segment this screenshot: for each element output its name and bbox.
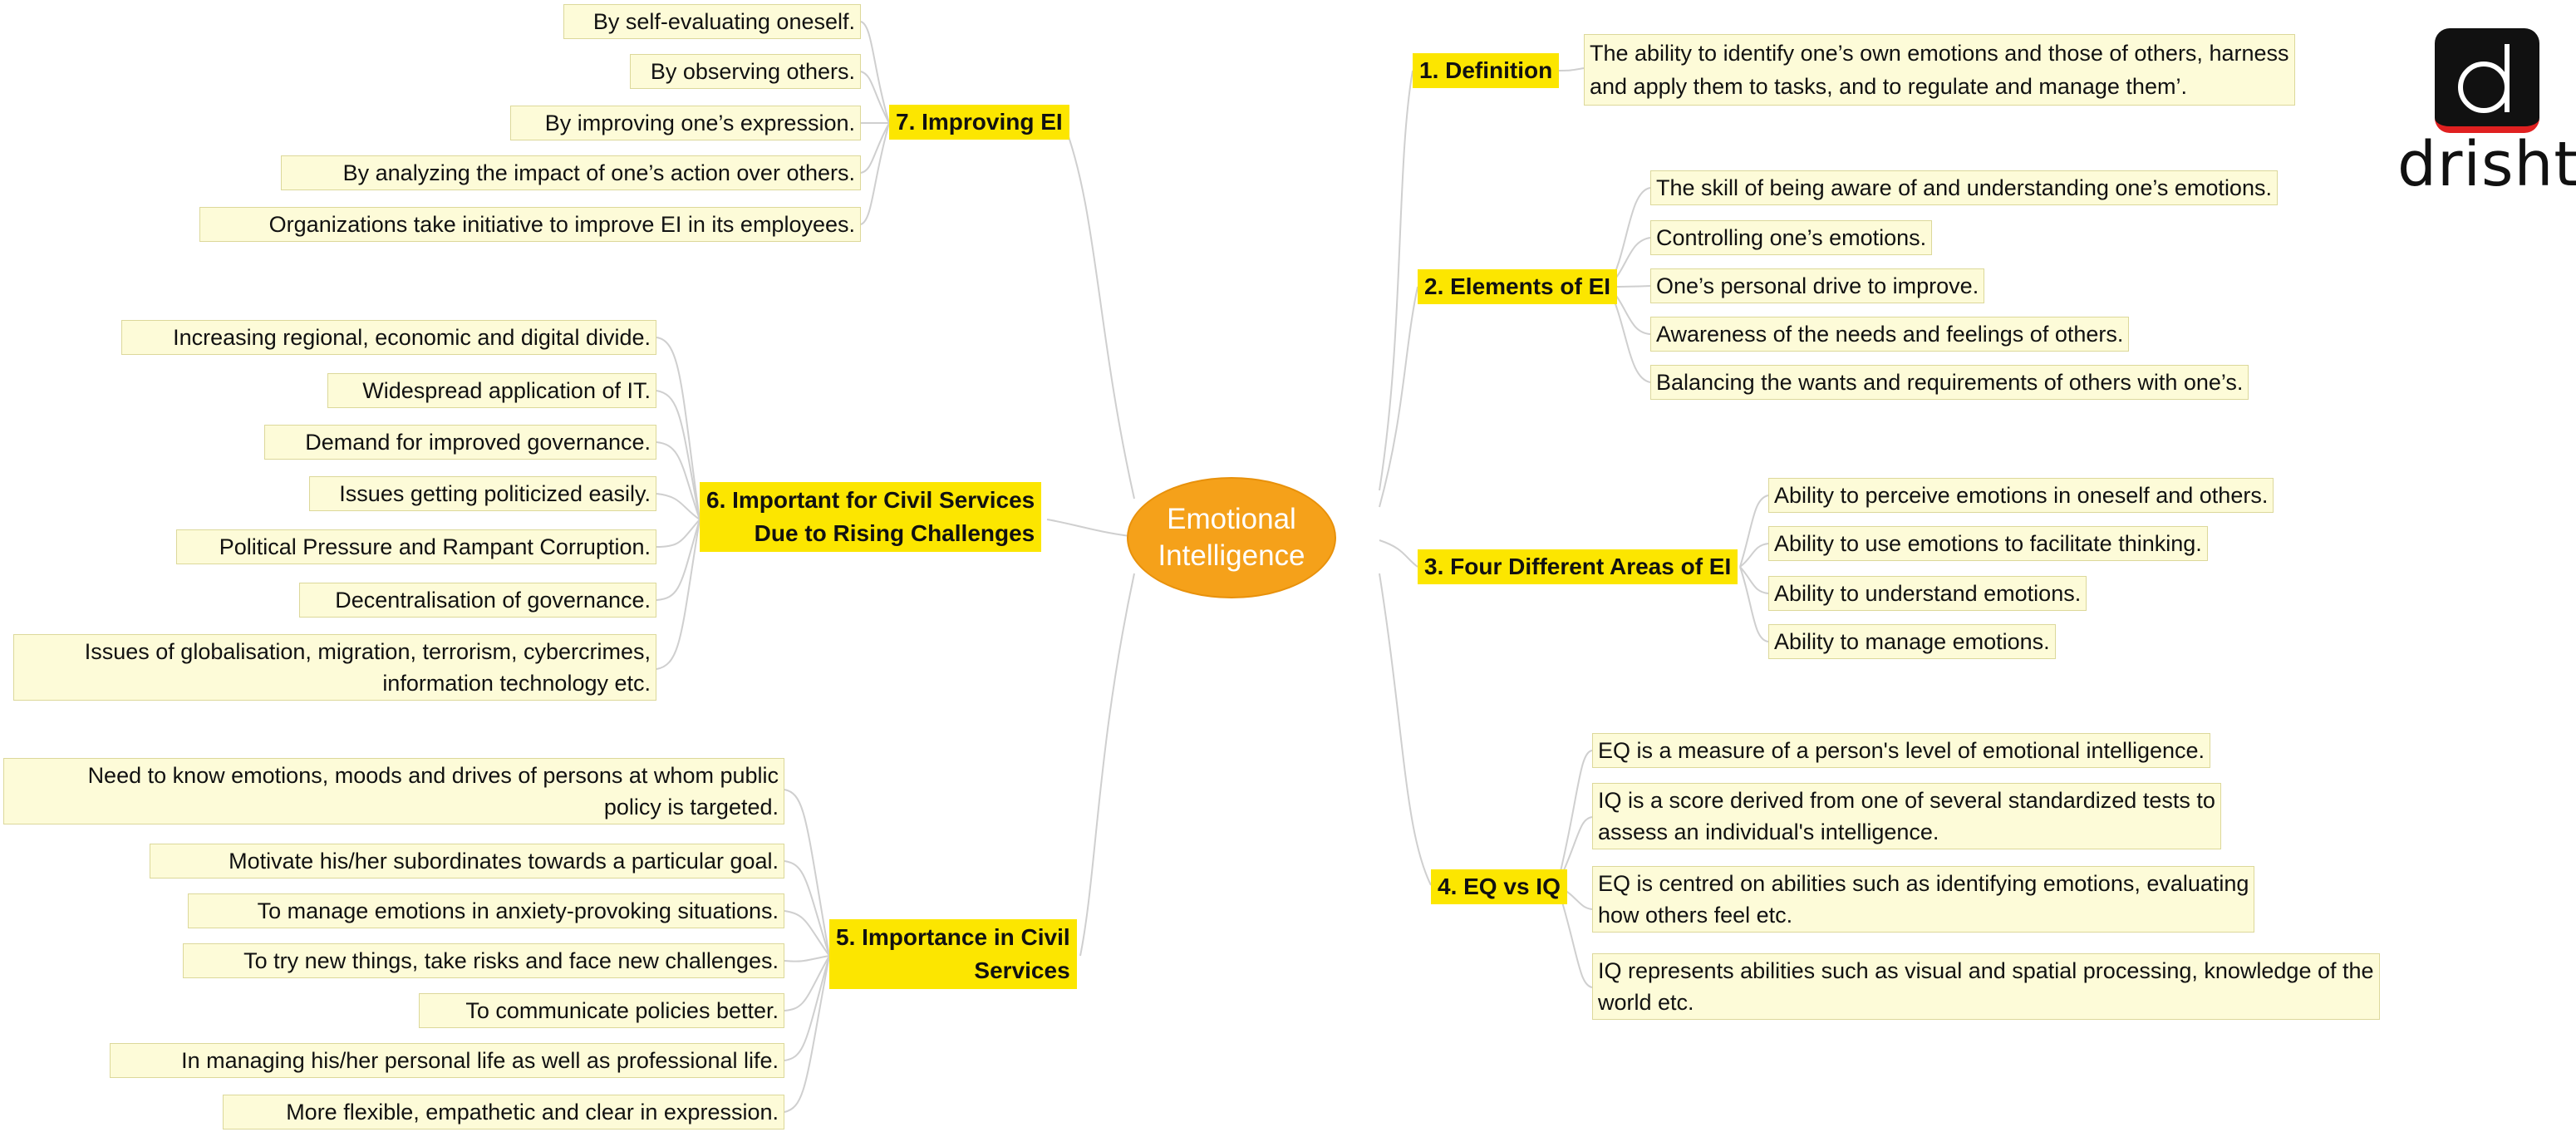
leaf-line: policy is targeted. [603,795,779,819]
central-topic-line1: Emotional [1167,503,1296,535]
areas-leaf[interactable]: Ability to manage emotions. [1768,624,2056,659]
branch-elements-of-ei[interactable]: 2. Elements of EI [1418,269,1618,304]
challenges-leaf[interactable]: Demand for improved governance. [264,425,656,460]
improving-leaf[interactable]: By self-evaluating oneself. [563,4,861,39]
leaf-line: information technology etc. [382,671,651,696]
branch-improving-ei[interactable]: 7. Improving EI [889,105,1069,140]
leaf-line: EQ is a measure of a person's level of e… [1598,738,2205,763]
branch-line: 5. Importance in Civil [836,924,1070,950]
leaf-line: IQ is a score derived from one of severa… [1598,788,2215,813]
central-topic-line2: Intelligence [1158,539,1305,572]
branch-importance-civil-services[interactable]: 5. Importance in Civil Services [829,919,1077,989]
eq-iq-leaf[interactable]: EQ is a measure of a person's level of e… [1592,733,2211,768]
challenges-leaf[interactable]: Widespread application of IT. [327,373,656,408]
leaf-line: Need to know emotions, moods and drives … [87,763,779,788]
challenges-leaf[interactable]: Issues of globalisation, migration, terr… [13,634,656,701]
definition-line-1: The ability to identify one’s own emotio… [1590,41,2289,66]
civil-services-leaf[interactable]: More flexible, empathetic and clear in e… [223,1095,784,1130]
elements-leaf[interactable]: Controlling one’s emotions. [1650,220,1933,255]
improving-leaf[interactable]: By observing others. [630,54,861,89]
eq-iq-leaf[interactable]: EQ is centred on abilities such as ident… [1592,866,2255,933]
challenges-leaf[interactable]: Decentralisation of governance. [299,583,656,618]
definition-line-2: and apply them to tasks, and to regulate… [1590,74,2187,99]
leaf-line: IQ represents abilities such as visual a… [1598,958,2374,983]
elements-leaf[interactable]: One’s personal drive to improve. [1650,268,1985,303]
branch-rising-challenges[interactable]: 6. Important for Civil Services Due to R… [700,482,1042,552]
improving-leaf[interactable]: By improving one’s expression. [510,106,861,140]
civil-services-leaf[interactable]: Need to know emotions, moods and drives … [3,758,784,824]
civil-services-leaf[interactable]: To manage emotions in anxiety-provoking … [188,893,784,928]
elements-leaf[interactable]: Awareness of the needs and feelings of o… [1650,317,2130,352]
civil-services-leaf[interactable]: In managing his/her personal life as wel… [110,1043,784,1078]
elements-leaf[interactable]: Balancing the wants and requirements of … [1650,365,2249,400]
leaf-line: assess an individual's intelligence. [1598,819,1939,844]
leaf-line: Issues of globalisation, migration, terr… [84,639,651,664]
branch-definition[interactable]: 1. Definition [1413,53,1560,88]
central-topic[interactable]: Emotional Intelligence [1127,477,1336,598]
improving-leaf[interactable]: By analyzing the impact of one’s action … [281,155,861,190]
areas-leaf[interactable]: Ability to understand emotions. [1768,576,2087,611]
definition-leaf[interactable]: The ability to identify one’s own emotio… [1584,34,2295,106]
branch-line: Services [974,957,1070,983]
challenges-leaf[interactable]: Political Pressure and Rampant Corruptio… [176,529,656,564]
branch-eq-vs-iq[interactable]: 4. EQ vs IQ [1431,869,1567,904]
leaf-line: how others feel etc. [1598,903,1793,928]
areas-leaf[interactable]: Ability to perceive emotions in oneself … [1768,478,2274,513]
challenges-leaf[interactable]: Issues getting politicized easily. [309,476,656,511]
civil-services-leaf[interactable]: Motivate his/her subordinates towards a … [150,844,784,879]
areas-leaf[interactable]: Ability to use emotions to facilitate th… [1768,526,2208,561]
leaf-line: EQ is centred on abilities such as ident… [1598,871,2249,896]
improving-leaf[interactable]: Organizations take initiative to improve… [199,207,861,242]
logo-text: drishti [2397,129,2576,200]
drishti-logo [2435,28,2539,133]
leaf-line: world etc. [1598,990,1694,1015]
civil-services-leaf[interactable]: To try new things, take risks and face n… [183,943,784,978]
elements-leaf[interactable]: The skill of being aware of and understa… [1650,170,2278,205]
drishti-d-icon [2458,44,2510,113]
eq-iq-leaf[interactable]: IQ represents abilities such as visual a… [1592,953,2380,1020]
challenges-leaf[interactable]: Increasing regional, economic and digita… [121,320,656,355]
branch-four-areas[interactable]: 3. Four Different Areas of EI [1418,549,1738,584]
civil-services-leaf[interactable]: To communicate policies better. [419,993,784,1028]
branch-line: Due to Rising Challenges [754,520,1035,546]
eq-iq-leaf[interactable]: IQ is a score derived from one of severa… [1592,783,2221,849]
branch-line: 6. Important for Civil Services [706,487,1035,513]
